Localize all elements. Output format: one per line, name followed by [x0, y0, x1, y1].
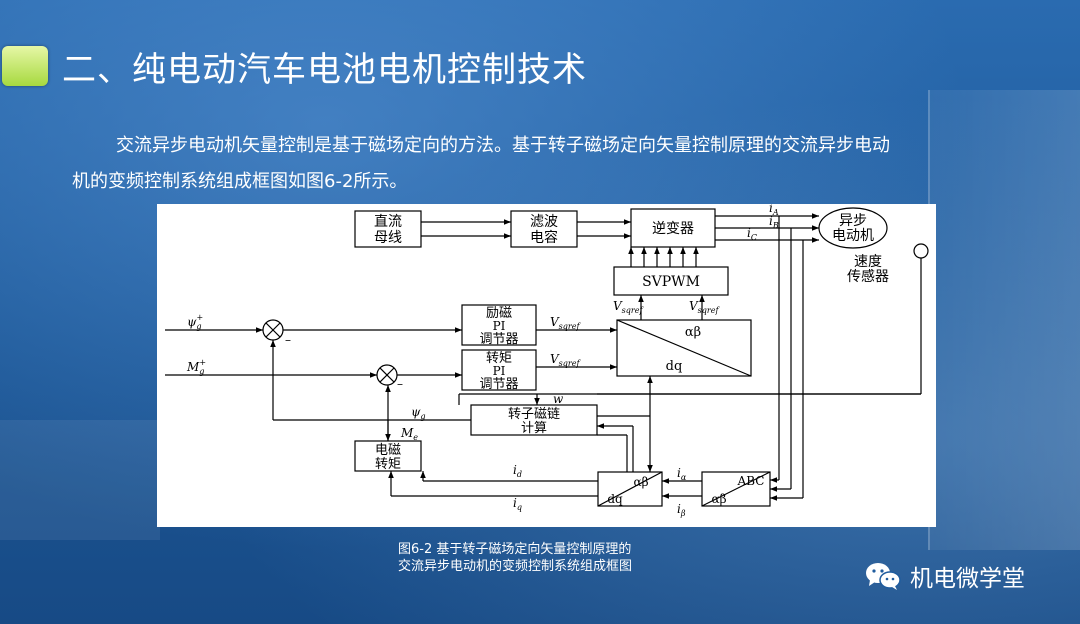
- control-block-diagram: 直流 母线 滤波 电容 逆变器 异步 电动机 速度 传感器 SVPWM 励磁 P…: [157, 204, 936, 527]
- rotor-flux-label-1: 转子磁链: [508, 407, 560, 422]
- dc-bus-label-2: 母线: [374, 230, 402, 246]
- transform-small-diagonal: [597, 471, 663, 507]
- torque-pi-label-3: 调节器: [479, 377, 518, 392]
- paragraph-line-1: 交流异步电动机矢量控制是基于磁场定向的方法。基于转子磁场定向矢量控制原理的交流异…: [116, 135, 890, 156]
- filter-label-2: 电容: [530, 229, 558, 246]
- dc-bus-label-1: 直流: [374, 213, 402, 230]
- flux-pi-label-2: PI: [493, 319, 506, 333]
- transform-small-alphabeta: αβ: [633, 475, 648, 489]
- motor-label-2: 电动机: [832, 228, 874, 244]
- speed-sensor-circle: [913, 243, 929, 259]
- wechat-watermark: 机电微学堂: [864, 560, 1025, 592]
- transform-abc-alphabeta: αβ: [711, 492, 726, 506]
- flux-minus-sign: –: [285, 333, 291, 347]
- body-paragraph: 交流异步电动机矢量控制是基于磁场定向的方法。基于转子磁场定向矢量控制原理的交流异…: [72, 128, 1022, 200]
- inverter-label: 逆变器: [652, 221, 694, 237]
- rotor-flux-label-2: 计算: [521, 421, 547, 436]
- v-sqref-svpwm-right-label: Vsqref: [689, 299, 720, 315]
- v-sqref-torque-label: Vsqref: [550, 352, 581, 368]
- flux-pi-block: [461, 304, 537, 346]
- i-beta-label: iβ: [677, 502, 686, 518]
- transform-abc-abc: ABC: [737, 474, 765, 488]
- m-e-label: Me: [400, 426, 418, 442]
- psi-g-label: ψg: [411, 405, 426, 421]
- caption-line-1: 图6-2 基于转子磁场定向矢量控制原理的: [398, 542, 632, 557]
- caption-line-2: 交流异步电动机的变频控制系统组成框图: [398, 559, 633, 574]
- i-b-label: iB: [769, 214, 779, 230]
- transform-small-block: [597, 471, 663, 507]
- transform-small-dq: dq: [607, 492, 623, 506]
- figure-caption: 图6-2 基于转子磁场定向矢量控制原理的 交流异步电动机的变频控制系统组成框图: [398, 541, 698, 575]
- slide-title: 二、纯电动汽车电池电机控制技术: [62, 50, 587, 90]
- torque-minus-sign: –: [397, 377, 403, 391]
- w-label: w: [553, 392, 564, 406]
- i-q-label: iq: [513, 496, 522, 512]
- torque-pi-label-1: 转矩: [486, 351, 512, 366]
- transform-main-diagonal: [616, 319, 752, 377]
- i-d-label: id: [513, 463, 522, 479]
- torque-pi-block: [461, 349, 537, 391]
- title-marker: [2, 46, 48, 86]
- svpwm-block: [613, 266, 729, 296]
- dc-bus-block: [354, 210, 422, 248]
- m-ref-label: Mg+: [186, 358, 206, 376]
- em-torque-label-2: 转矩: [375, 457, 401, 472]
- svpwm-label: SVPWM: [642, 274, 700, 290]
- filter-capacitor-block: [510, 210, 578, 248]
- flux-pi-label-3: 调节器: [479, 332, 518, 347]
- wechat-icon: [866, 563, 901, 590]
- v-sqref-svpwm-left-label: Vsqref: [613, 299, 644, 315]
- background-machine-image: [928, 90, 1080, 550]
- background-machine-image-left: [0, 420, 160, 540]
- speed-sensor-label-1: 速度: [854, 254, 882, 270]
- torque-pi-label-2: PI: [493, 364, 506, 378]
- psi-ref-label: ψg+: [187, 313, 203, 331]
- speed-sensor-label-2: 传感器: [847, 268, 889, 285]
- v-sqref-flux-label: Vsqref: [550, 315, 581, 331]
- filter-label-1: 滤波: [530, 214, 558, 230]
- flux-pi-label-1: 励磁: [486, 306, 512, 321]
- transform-main-block: [616, 319, 752, 377]
- diagram-svg: 直流 母线 滤波 电容 逆变器 异步 电动机 速度 传感器 SVPWM 励磁 P…: [165, 204, 929, 518]
- transform-abc-diagonal: [701, 471, 771, 507]
- transform-main-alphabeta: αβ: [685, 325, 701, 340]
- paragraph-line-2: 机的变频控制系统组成框图如图6-2所示。: [72, 171, 408, 192]
- i-a-label: iA: [769, 204, 779, 217]
- transform-main-dq: dq: [666, 359, 683, 374]
- motor-label-1: 异步: [839, 213, 867, 229]
- i-alpha-label: iα: [677, 466, 687, 482]
- wechat-account-name: 机电微学堂: [910, 566, 1025, 592]
- i-c-label: iC: [747, 226, 757, 242]
- em-torque-label-1: 电磁: [375, 443, 401, 458]
